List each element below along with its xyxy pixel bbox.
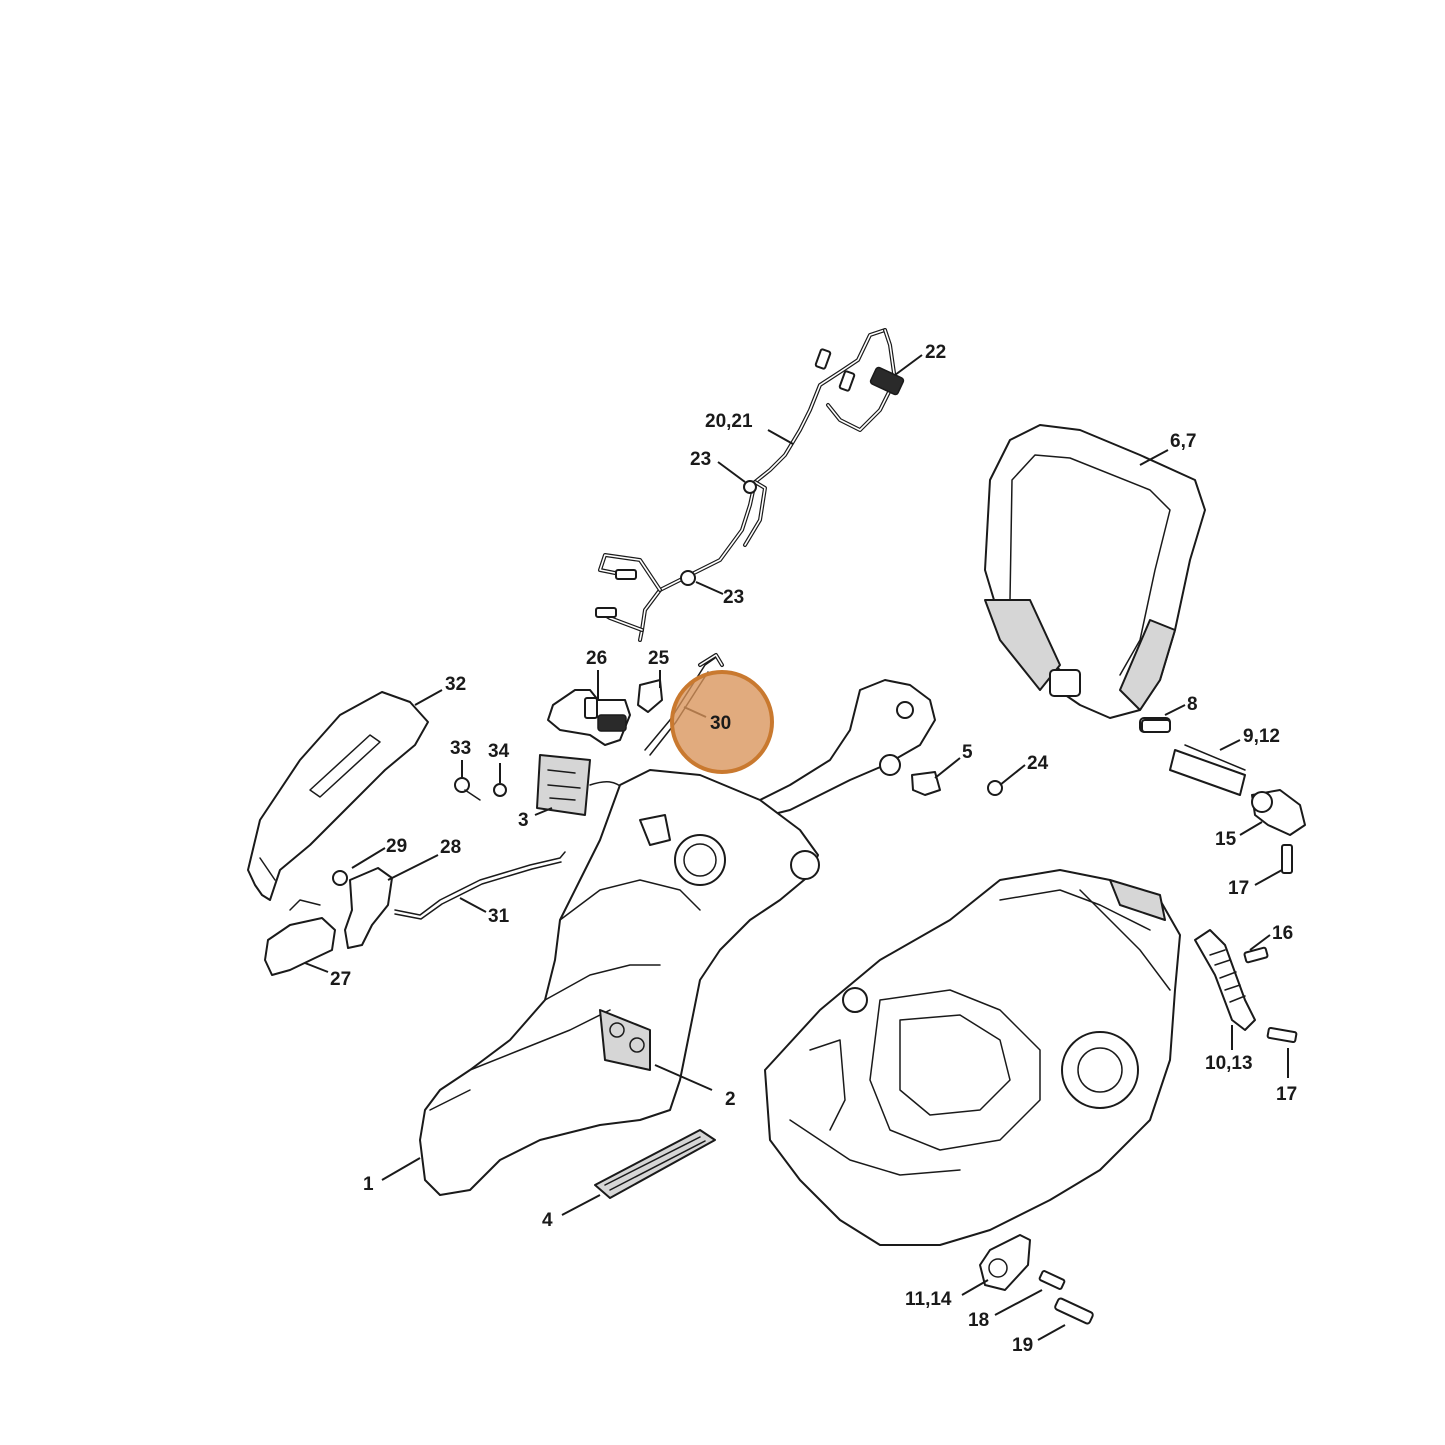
part-1-handle-housing <box>419 679 936 1196</box>
highlight-circle-part-30 <box>670 670 774 774</box>
callout-6-7: 6,7 <box>1170 431 1196 452</box>
right-small-parts <box>911 719 1306 874</box>
wiring-harness <box>595 328 905 667</box>
callout-24: 24 <box>1027 753 1049 774</box>
callout-15: 15 <box>1215 829 1237 850</box>
callout-27: 27 <box>330 969 351 990</box>
part-32-cover <box>247 691 429 901</box>
callout-20-21: 20,21 <box>705 411 753 432</box>
callout-23-top: 23 <box>690 449 711 470</box>
small-parts-left <box>454 754 630 816</box>
callout-22: 22 <box>925 342 946 363</box>
part-4-grip-strip <box>594 1129 716 1199</box>
callout-1: 1 <box>363 1174 374 1195</box>
callout-8: 8 <box>1187 694 1198 715</box>
callout-3: 3 <box>518 810 529 831</box>
callout-11-14: 11,14 <box>905 1289 952 1310</box>
callout-17-top: 17 <box>1228 878 1249 899</box>
callout-30: 30 <box>710 713 731 734</box>
callout-4: 4 <box>542 1210 553 1231</box>
callout-31: 31 <box>488 906 510 927</box>
callout-34: 34 <box>488 741 510 762</box>
callout-2: 2 <box>725 1089 736 1110</box>
throttle-parts <box>264 851 566 976</box>
callout-18: 18 <box>968 1310 989 1331</box>
callout-29: 29 <box>386 836 407 857</box>
callout-32: 32 <box>445 674 466 695</box>
callout-19: 19 <box>1012 1335 1033 1356</box>
bottom-parts <box>979 1234 1094 1325</box>
callout-33: 33 <box>450 738 471 759</box>
part-6-7-front-handle <box>984 424 1206 733</box>
callout-26: 26 <box>586 648 607 669</box>
callout-5: 5 <box>962 742 973 763</box>
switch-assembly <box>547 657 716 756</box>
engine-block <box>764 869 1181 1246</box>
callout-25: 25 <box>648 648 670 669</box>
callout-9-12: 9,12 <box>1243 726 1280 747</box>
callout-17-bottom: 17 <box>1276 1084 1297 1105</box>
callout-28: 28 <box>440 837 461 858</box>
callout-16: 16 <box>1272 923 1293 944</box>
callout-10-13: 10,13 <box>1205 1053 1253 1074</box>
chain-tensioner <box>1194 929 1298 1044</box>
leader-lines <box>304 354 1289 1341</box>
callout-labels: 22 20,21 23 23 6,7 26 25 30 32 33 34 3 2… <box>330 342 1297 1356</box>
callout-23-bottom: 23 <box>723 587 744 608</box>
